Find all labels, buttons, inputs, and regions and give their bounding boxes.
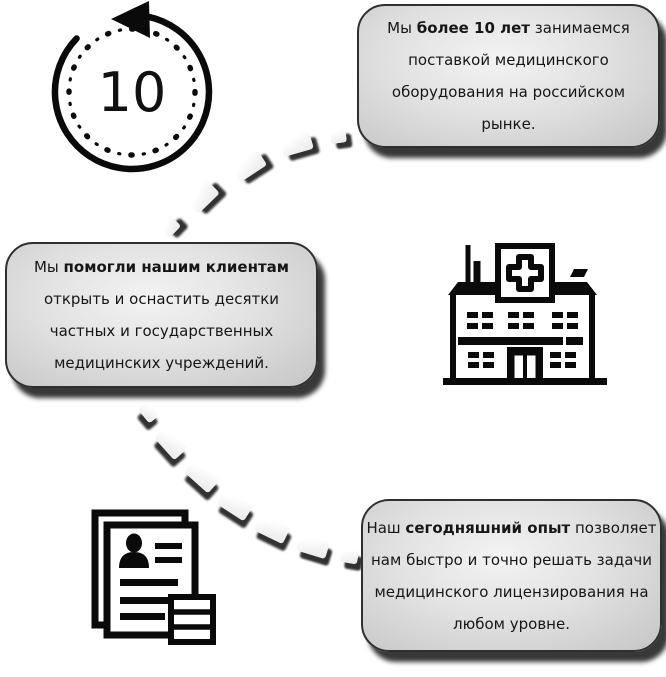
- list-table-icon: [168, 594, 216, 645]
- roof-edge: [570, 269, 588, 277]
- years-number: 10: [98, 61, 167, 124]
- infobox-clients: Мы помогли нашим клиентам открыть и оснас…: [5, 242, 318, 388]
- dot-ring-large: [66, 26, 198, 158]
- floor-band-segment: [566, 337, 583, 345]
- connector-dash: [137, 400, 161, 424]
- connector-dash: [329, 127, 347, 145]
- text-line: поставкой медицинского: [408, 51, 609, 69]
- documents-icon: [91, 509, 216, 645]
- lower-windows: [468, 352, 576, 368]
- text-line: Наш сегодняшний опыт позволяет: [366, 518, 657, 537]
- medical-cross-icon: [506, 254, 544, 292]
- connector-dash: [216, 488, 254, 522]
- text-line: нам быстро и точно решать задачи: [370, 550, 653, 569]
- text-line: рынке.: [481, 115, 536, 133]
- text-line: любом уровне.: [453, 614, 570, 633]
- connector-dash: [253, 513, 291, 545]
- hospital-building-icon: [443, 243, 607, 385]
- text-line: оборудования на российском: [391, 83, 626, 101]
- infobox-licensing: Наш сегодняшний опыт позволяет нам быстро…: [361, 499, 662, 652]
- connector-dash: [230, 150, 268, 183]
- text-line: медицинских учреждений.: [54, 354, 269, 372]
- connector-dash: [296, 533, 330, 560]
- text-line: медицинского лицензирования на: [374, 582, 649, 601]
- building-base: [443, 378, 607, 385]
- text-line: частных и государственных: [49, 322, 274, 340]
- connector-dash: [279, 132, 314, 157]
- person-silhouette-icon: [119, 533, 149, 568]
- text-line: Мы помогли нашим клиентам: [33, 258, 290, 276]
- door-icon: [507, 347, 543, 380]
- arrow-head: [111, 1, 150, 38]
- clock-rewind-icon: 10: [51, 1, 213, 173]
- upper-windows: [467, 312, 578, 329]
- text-line: Мы более 10 лет занимаемся: [387, 19, 630, 37]
- infobox-experience: Мы более 10 лет занимаемся поставкой меди…: [357, 4, 660, 148]
- text-lines: [120, 543, 182, 620]
- connector-dash: [184, 458, 220, 494]
- connector-dash: [339, 547, 360, 565]
- text-line: открыть и оснастить десятки: [43, 290, 280, 308]
- connector-dash: [186, 180, 220, 215]
- connector-dash: [154, 425, 188, 461]
- connector-dash: [159, 216, 182, 239]
- clock-arc: [51, 13, 213, 173]
- floor-band: [458, 337, 563, 345]
